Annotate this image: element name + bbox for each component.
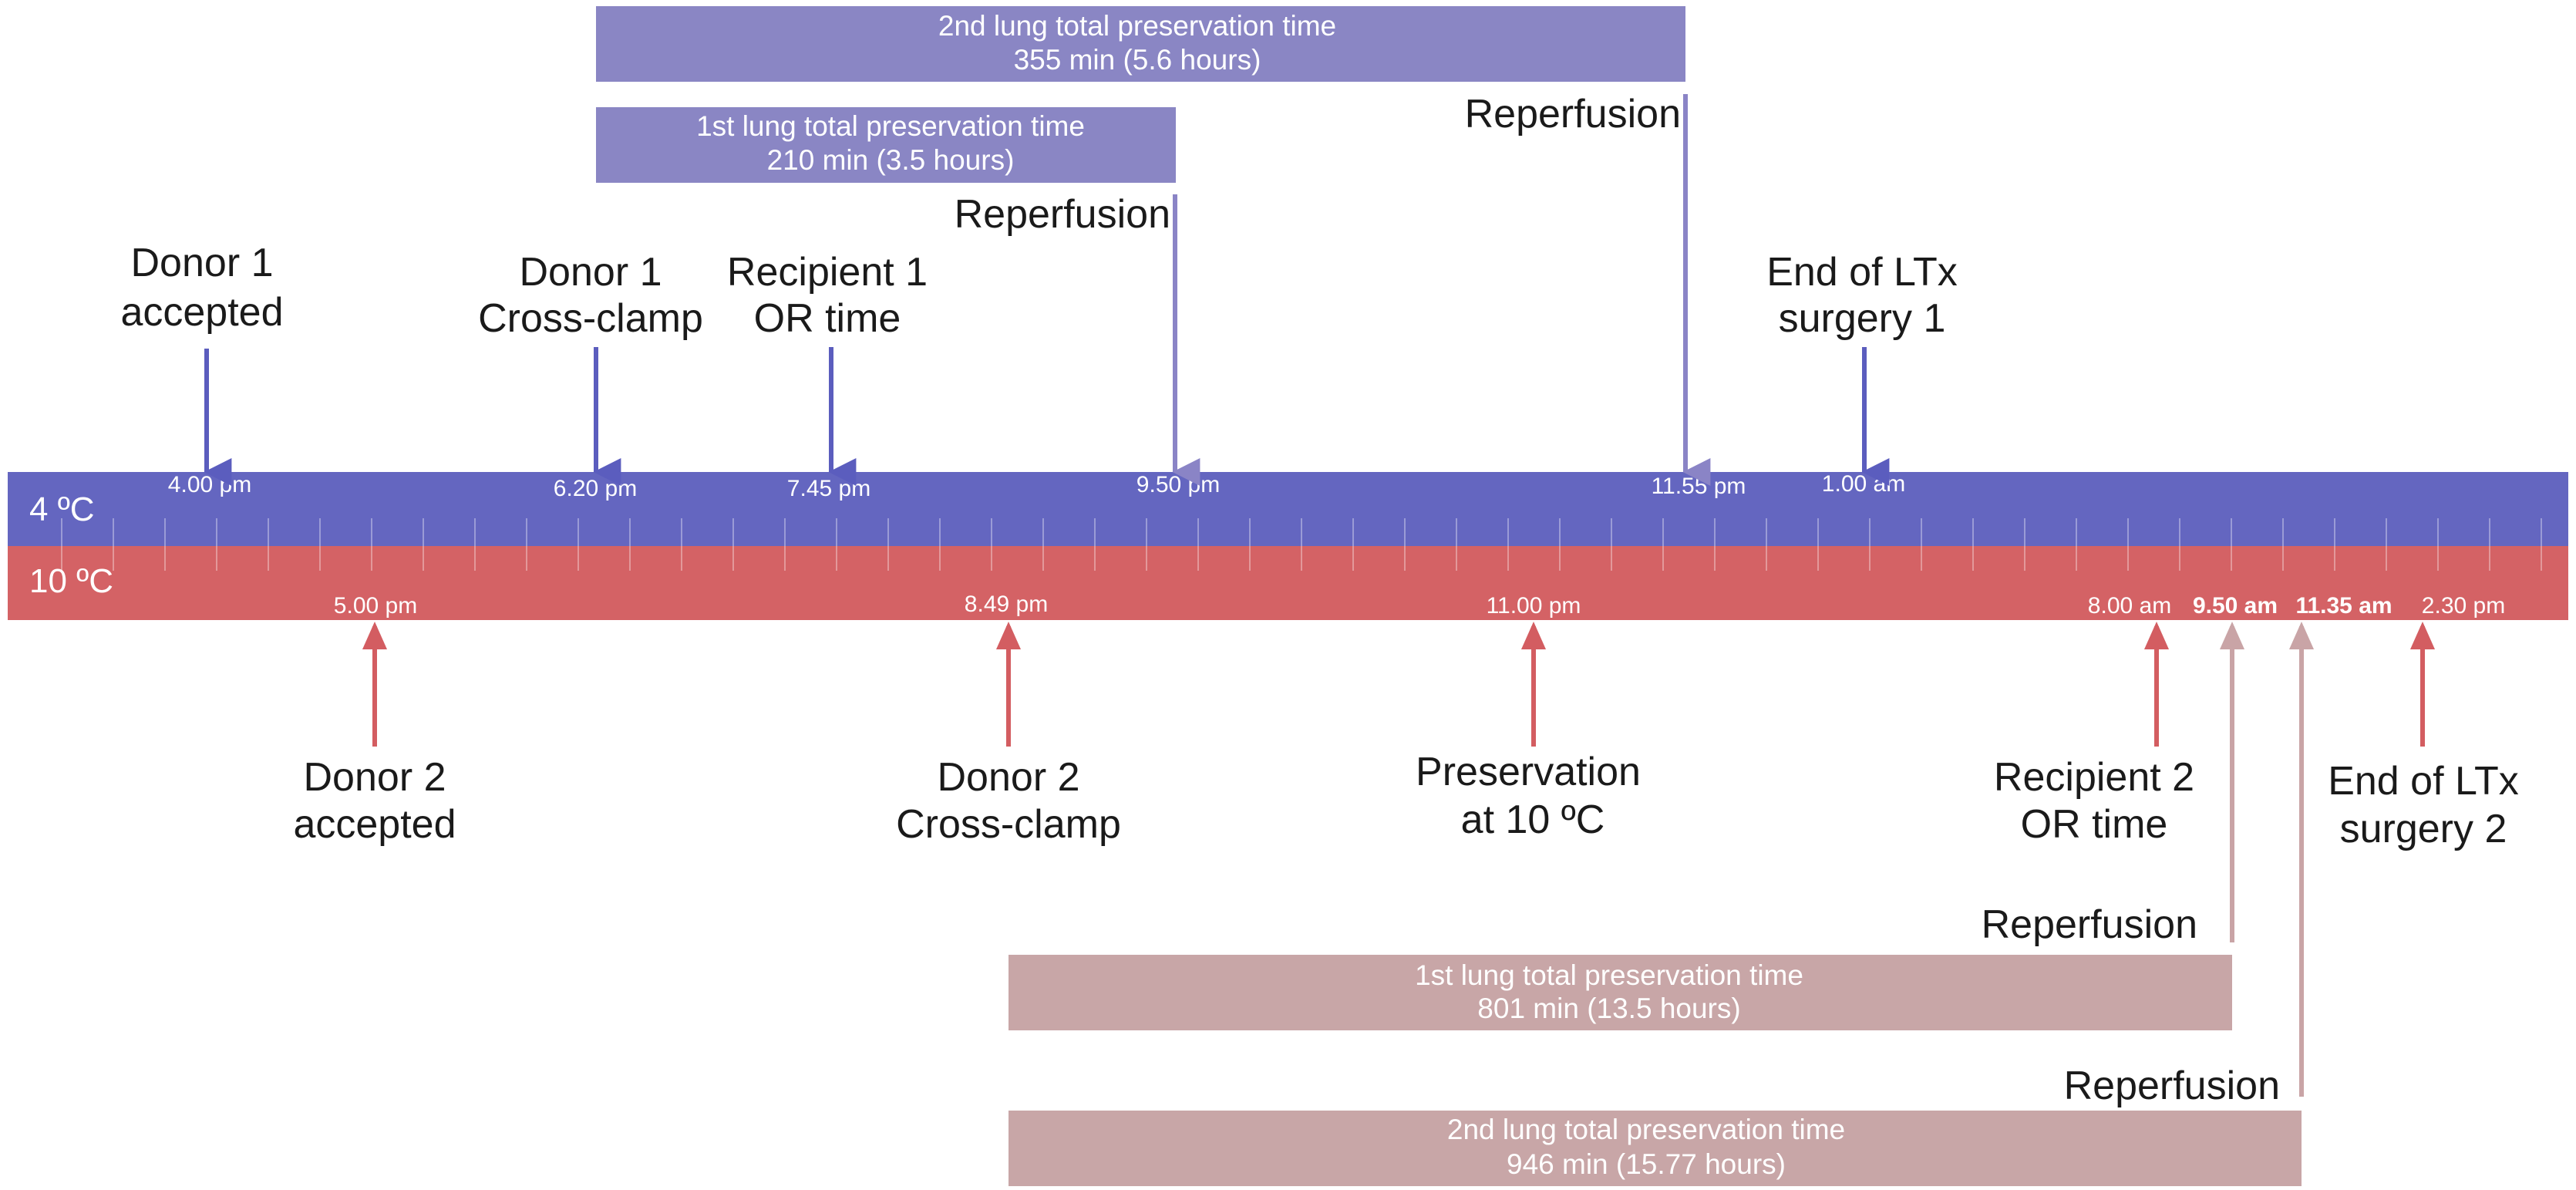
event-end-ltx2-line2: surgery 2 xyxy=(2340,807,2507,851)
bar-10c-1st-lung xyxy=(1009,955,2232,1030)
arrowhead xyxy=(996,622,1021,649)
time-4c-950pm: 9.50 pm xyxy=(1136,472,1220,497)
row-label-4c: 4 ºC xyxy=(29,490,95,528)
event-reperfusion-10c-first-label: Reperfusion xyxy=(1982,902,2197,947)
event-preservation-10c: Preservation at 10 ºC xyxy=(1416,622,1641,842)
event-end-ltx2-line1: End of LTx xyxy=(2328,759,2519,804)
bar-10c-1st-lung-value: 801 min (13.5 hours) xyxy=(1477,993,1740,1024)
event-donor2-accepted: Donor 2 accepted xyxy=(293,622,456,847)
event-donor1-accepted: Donor 1 accepted xyxy=(120,241,284,486)
event-end-ltx1-line1: End of LTx xyxy=(1766,250,1958,295)
time-10c-11pm: 11.00 pm xyxy=(1487,593,1581,619)
event-donor1-accepted-line2: accepted xyxy=(120,290,283,335)
event-donor1-crossclamp-line2: Cross-clamp xyxy=(478,296,703,341)
event-reperfusion-10c-second-label: Reperfusion xyxy=(2064,1064,2280,1108)
time-10c-230pm: 2.30 pm xyxy=(2422,593,2505,619)
arrowhead xyxy=(2289,622,2314,649)
time-4c-1am: 1.00 am xyxy=(1822,471,1905,497)
event-recipient2-or: Recipient 2 OR time xyxy=(1994,622,2194,847)
arrowhead xyxy=(2144,622,2169,649)
bar-4c-1st-lung-value: 210 min (3.5 hours) xyxy=(767,144,1015,176)
arrowhead xyxy=(2220,622,2244,649)
event-donor2-crossclamp: Donor 2 Cross-clamp xyxy=(896,622,1121,847)
bar-4c-2nd-lung-title: 2nd lung total preservation time xyxy=(938,10,1336,42)
event-recipient2-or-line2: OR time xyxy=(2021,802,2168,847)
bar-10c-2nd-lung-title: 2nd lung total preservation time xyxy=(1447,1114,1845,1145)
arrowhead xyxy=(362,622,387,649)
event-recipient1-or: Recipient 1 OR time xyxy=(727,250,928,486)
event-end-ltx1: End of LTx surgery 1 xyxy=(1766,250,1958,486)
event-preservation-line2: at 10 ºC xyxy=(1461,797,1605,842)
event-reperfusion-10c-first: Reperfusion xyxy=(1982,622,2244,947)
event-donor2-crossclamp-line2: Cross-clamp xyxy=(896,802,1121,847)
event-donor1-accepted-line1: Donor 1 xyxy=(131,241,274,285)
bar-4c-2nd-lung xyxy=(596,6,1685,82)
time-4c-745pm: 7.45 pm xyxy=(787,476,870,501)
event-reperfusion-4c-second: Reperfusion xyxy=(1465,92,1711,486)
event-reperfusion-4c-first-label: Reperfusion xyxy=(955,192,1170,237)
time-4c-1155pm: 11.55 pm xyxy=(1652,474,1746,499)
event-end-ltx2: End of LTx surgery 2 xyxy=(2328,622,2519,851)
bar-4c-1st-lung-title: 1st lung total preservation time xyxy=(696,110,1085,142)
event-donor2-accepted-line2: accepted xyxy=(293,802,456,847)
event-reperfusion-4c-second-label: Reperfusion xyxy=(1465,92,1681,137)
row-label-10c: 10 ºC xyxy=(29,562,113,600)
time-10c-1135am: 11.35 am xyxy=(2295,593,2392,619)
event-preservation-line1: Preservation xyxy=(1416,750,1641,794)
event-reperfusion-4c-first: Reperfusion xyxy=(955,192,1200,486)
time-10c-5pm: 5.00 pm xyxy=(334,593,417,619)
band-4c xyxy=(8,472,2568,546)
time-4c-620pm: 6.20 pm xyxy=(554,476,637,501)
event-donor2-accepted-line1: Donor 2 xyxy=(304,755,446,800)
event-donor1-crossclamp-line1: Donor 1 xyxy=(520,250,662,295)
event-end-ltx1-line2: surgery 1 xyxy=(1779,296,1946,341)
event-donor2-crossclamp-line1: Donor 2 xyxy=(938,755,1080,800)
event-recipient2-or-line1: Recipient 2 xyxy=(1994,755,2194,800)
event-donor1-crossclamp: Donor 1 Cross-clamp xyxy=(478,250,703,486)
band-10c xyxy=(8,546,2568,620)
event-recipient1-or-line2: OR time xyxy=(754,296,901,341)
bar-10c-2nd-lung-value: 946 min (15.77 hours) xyxy=(1507,1148,1786,1180)
arrowhead xyxy=(1521,622,1546,649)
band-divider-ticks xyxy=(61,518,2542,571)
bar-10c-1st-lung-title: 1st lung total preservation time xyxy=(1415,959,1803,991)
bar-10c-2nd-lung xyxy=(1009,1111,2302,1186)
arrowhead xyxy=(2410,622,2435,649)
event-reperfusion-10c-second: Reperfusion xyxy=(2064,622,2314,1108)
time-10c-8am: 8.00 am xyxy=(2088,593,2171,619)
time-10c-849pm: 8.49 pm xyxy=(965,592,1048,617)
event-recipient1-or-line1: Recipient 1 xyxy=(727,250,928,295)
bar-4c-1st-lung xyxy=(596,107,1176,183)
bar-4c-2nd-lung-value: 355 min (5.6 hours) xyxy=(1014,44,1261,76)
time-4c-4pm: 4.00 pm xyxy=(168,472,251,497)
time-10c-950am: 9.50 am xyxy=(2193,593,2278,619)
